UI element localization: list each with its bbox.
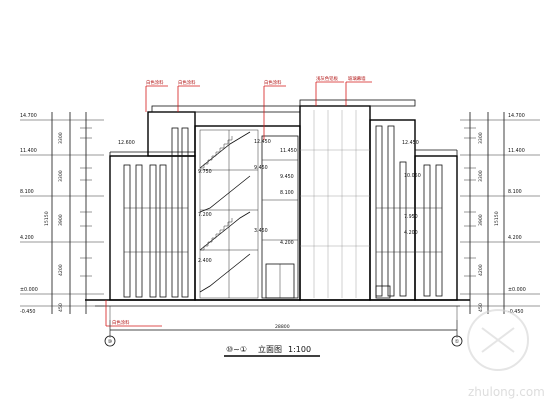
dimension-label: 3900 xyxy=(478,214,484,226)
stair-block-detail xyxy=(199,129,299,299)
level-label: 11.400 xyxy=(20,148,37,154)
left-dimensions: 14.700 11.400 8.100 4.200 ±0.000 -0.450 … xyxy=(20,112,104,315)
level-label: 4.200 xyxy=(20,235,34,241)
axis-label: ⑩ xyxy=(108,339,113,345)
axis-markers: ⑩ ① xyxy=(104,306,463,347)
level-label: 8.100 xyxy=(20,189,34,195)
level-label: ±0.000 xyxy=(508,287,526,293)
callout-label: 玻璃幕墙 xyxy=(348,75,366,82)
building-outline xyxy=(85,99,470,307)
level-label: 11.450 xyxy=(280,148,297,154)
material-callouts: 白色涂料 白色涂料 白色涂料 浅灰色铝板 玻璃幕墙 白色涂料 xyxy=(105,75,372,327)
level-label: ±0.000 xyxy=(20,287,38,293)
level-label: 4.200 xyxy=(508,235,522,241)
callout-label: 白色涂料 xyxy=(146,79,164,86)
dimension-label: 3300 xyxy=(58,132,64,144)
axis-bubble xyxy=(104,335,116,347)
dimension-label: 3300 xyxy=(58,170,64,182)
curtain-wall-tower xyxy=(299,105,371,301)
dimension-label: 3300 xyxy=(478,132,484,144)
level-label: 4.200 xyxy=(404,230,418,236)
stair-flight-4 xyxy=(199,253,251,293)
level-label: 12.450 xyxy=(254,139,271,145)
dimension-label: 450 xyxy=(478,303,484,312)
axis-range-label: ⑩~① xyxy=(226,345,247,354)
scale-label: 1:100 xyxy=(288,345,311,354)
level-label: -0.450 xyxy=(508,309,523,315)
bottom-dimension: 28800 xyxy=(109,320,458,338)
drawing-title: ⑩~① 立面图 1:100 xyxy=(224,344,320,357)
level-label: 12.450 xyxy=(402,140,419,146)
overall-width-label: 28800 xyxy=(275,324,290,330)
level-label: 9.450 xyxy=(280,174,294,180)
callout-label: 白色涂料 xyxy=(112,319,130,326)
watermark: zhulong.com xyxy=(467,309,545,399)
level-label: 14.700 xyxy=(508,113,525,119)
level-label: 4.200 xyxy=(280,240,294,246)
level-label: 14.700 xyxy=(20,113,37,119)
right-dimensions: 14.700 11.400 8.100 4.200 ±0.000 -0.450 … xyxy=(460,112,540,315)
dimension-label: 3300 xyxy=(478,170,484,182)
stair-flight-1 xyxy=(199,131,251,169)
dimension-label: 4200 xyxy=(58,264,64,276)
tower-roof-cap xyxy=(299,99,416,107)
callout-label: 浅灰色铝板 xyxy=(316,75,339,82)
dimension-label: 15150 xyxy=(44,211,50,226)
dimension-label: 4200 xyxy=(478,264,484,276)
curtain-wall-grid xyxy=(300,110,370,298)
axis-label: ① xyxy=(455,339,460,345)
level-label: 7.950 xyxy=(404,214,418,220)
level-label: 3.450 xyxy=(254,228,268,234)
level-label: 12.600 xyxy=(118,140,135,146)
left-wing-windows xyxy=(123,127,189,298)
level-label: 2.400 xyxy=(198,258,212,264)
callout-label: 白色涂料 xyxy=(264,79,282,86)
stair-flight-3 xyxy=(199,211,251,251)
level-label: 11.400 xyxy=(508,148,525,154)
watermark-logo-icon xyxy=(467,309,529,371)
right-wing xyxy=(414,155,458,301)
inner-level-markers: 12.600 12.450 11.450 12.450 10.050 9.750… xyxy=(118,139,421,264)
level-label: -0.450 xyxy=(20,309,35,315)
dimension-label: 3900 xyxy=(58,214,64,226)
level-label: 10.050 xyxy=(404,173,421,179)
dimension-label: 450 xyxy=(58,303,64,312)
axis-bubble xyxy=(451,335,463,347)
right-wing-windows xyxy=(375,125,443,299)
level-label: 9.450 xyxy=(254,165,268,171)
level-label: 7.200 xyxy=(198,212,212,218)
level-label: 8.100 xyxy=(280,190,294,196)
stair-flight-2 xyxy=(199,175,251,213)
level-label: 8.100 xyxy=(508,189,522,195)
dimension-label: 15150 xyxy=(494,211,500,226)
callout-label: 白色涂料 xyxy=(178,79,196,86)
right-wing-upper xyxy=(369,119,416,301)
level-label: 9.750 xyxy=(198,169,212,175)
roof-cap xyxy=(151,105,301,113)
watermark-text: zhulong.com xyxy=(468,385,545,399)
title-label: 立面图 xyxy=(258,344,282,354)
